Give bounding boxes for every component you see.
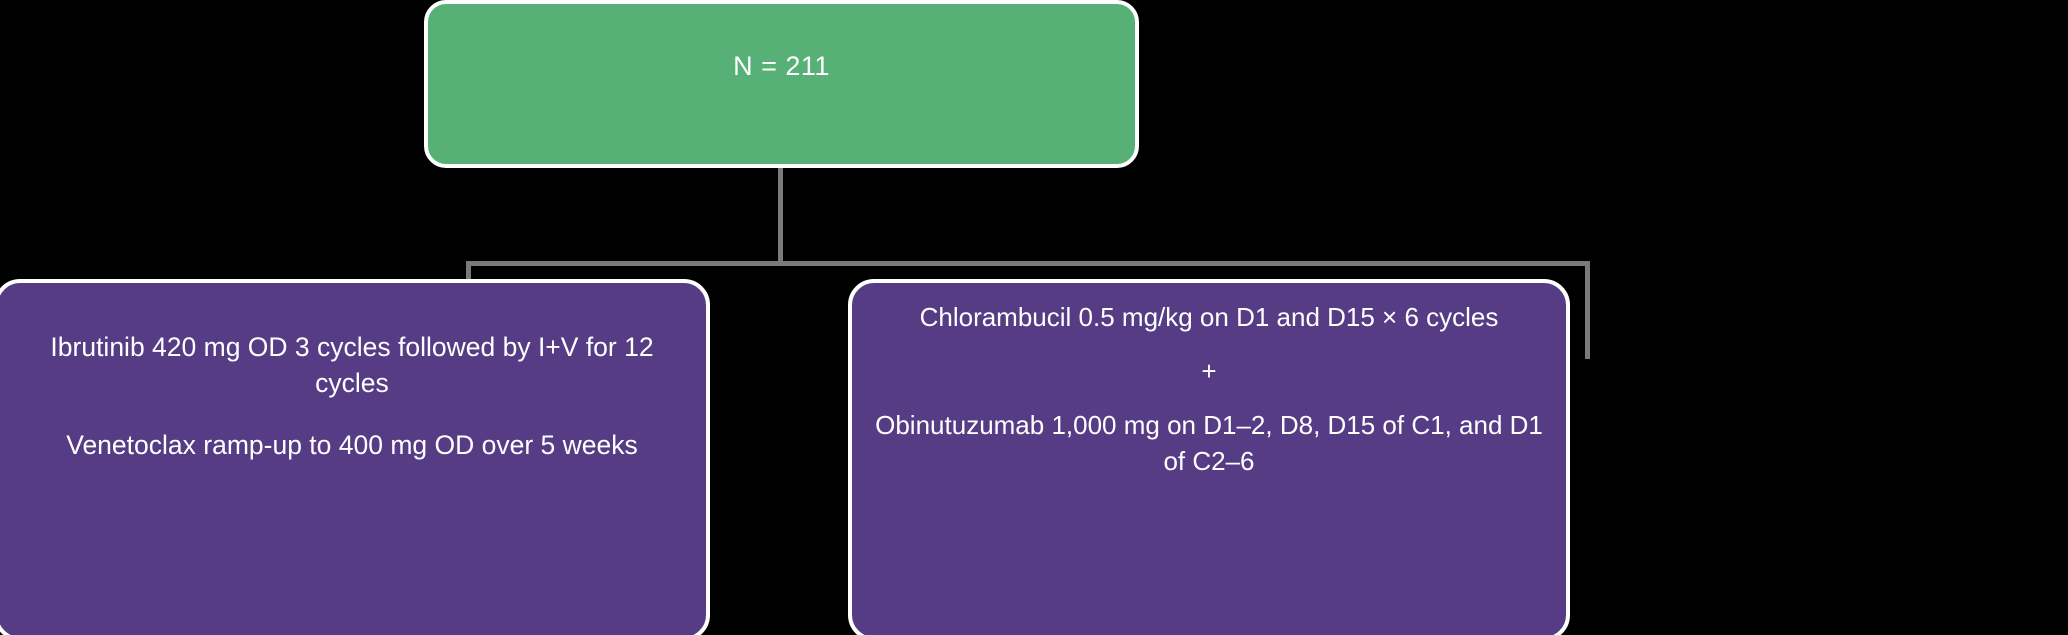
node-arm-ibrutinib-venetoclax: Ibrutinib 420 mg OD 3 cycles followed by… [0, 279, 710, 635]
arm-right-line-1: Chlorambucil 0.5 mg/kg on D1 and D15 × 6… [919, 302, 1499, 332]
arm-right-line-3: Obinutuzumab 1,000 mg on D1–2, D8, D15 o… [875, 410, 1543, 476]
node-arm-chlorambucil-obinutuzumab: Chlorambucil 0.5 mg/kg on D1 and D15 × 6… [848, 279, 1570, 635]
arm-right-plus-symbol: + [1201, 356, 1217, 386]
root-label: N = 211 [733, 51, 830, 81]
connector-horizontal-bar [466, 261, 1590, 266]
arm-left-line-2: Venetoclax ramp-up to 400 mg OD over 5 w… [66, 430, 638, 460]
node-root-population: N = 211 [424, 0, 1139, 168]
connector-right-branch [1585, 261, 1590, 359]
arm-left-line-1: Ibrutinib 420 mg OD 3 cycles followed by… [50, 332, 654, 398]
connector-root-trunk [778, 163, 783, 266]
